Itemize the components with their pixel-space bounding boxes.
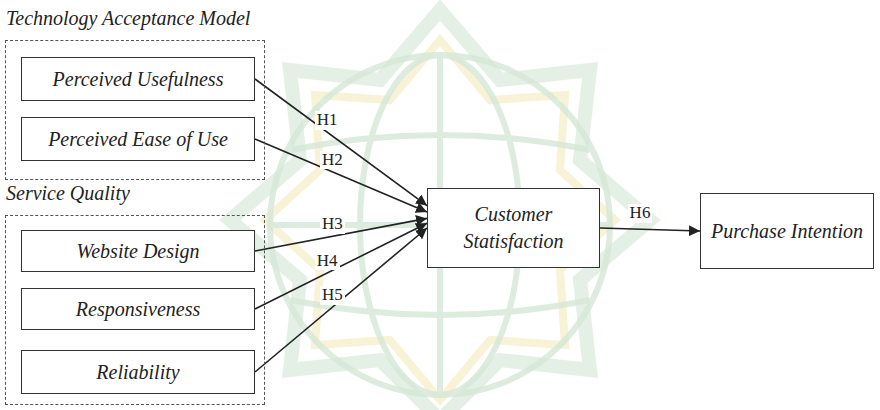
hypothesis-label: H4 <box>315 252 340 271</box>
group-heading: Service Quality <box>6 182 130 205</box>
construct-box: Responsiveness <box>21 288 255 330</box>
construct-name: Customer Statisfaction <box>436 201 591 255</box>
mediator-box: Customer Statisfaction <box>427 188 600 268</box>
construct-name: Responsiveness <box>76 296 200 323</box>
outcome-box: Purchase Intention <box>700 193 874 269</box>
construct-name: Website Design <box>76 238 199 265</box>
construct-name: Perceived Usefulness <box>53 66 224 93</box>
hypothesis-arrow <box>255 223 427 309</box>
hypothesis-arrow <box>255 79 427 206</box>
construct-name: Reliability <box>96 359 179 386</box>
construct-box: Perceived Usefulness <box>21 57 255 101</box>
construct-name: Purchase Intention <box>711 218 863 245</box>
hypothesis-label: H3 <box>320 215 345 234</box>
group-frame: Technology Acceptance ModelPerceived Use… <box>5 40 265 180</box>
hypothesis-arrow <box>255 139 427 212</box>
hypothesis-label: H1 <box>315 111 340 130</box>
hypothesis-label: H2 <box>320 151 345 170</box>
hypothesis-label: H5 <box>320 286 345 305</box>
hypothesis-label: H6 <box>628 204 653 223</box>
group-heading: Technology Acceptance Model <box>6 7 250 30</box>
hypothesis-arrow <box>600 228 700 231</box>
construct-box: Website Design <box>21 230 255 272</box>
group-frame: Service QualityWebsite DesignResponsiven… <box>5 215 265 405</box>
hypothesis-arrow <box>255 228 427 372</box>
construct-name: Perceived Ease of Use <box>48 126 228 153</box>
construct-box: Perceived Ease of Use <box>21 117 255 161</box>
construct-box: Reliability <box>21 350 255 394</box>
